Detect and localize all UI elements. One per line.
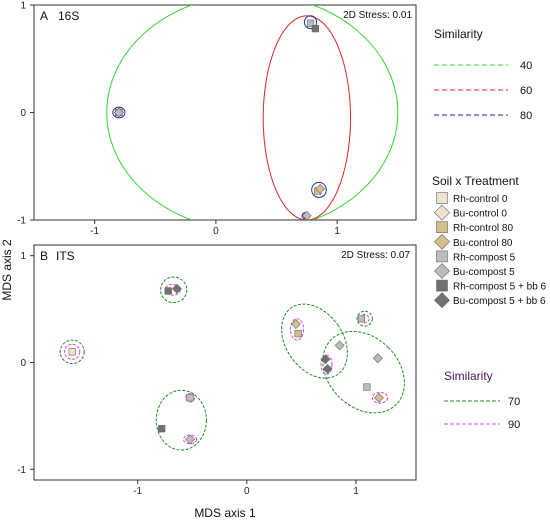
legend-marker: [434, 204, 450, 221]
x-tick-label: -1: [133, 486, 142, 497]
legend-similarity-a: 40 60 80: [434, 60, 532, 122]
panel-b-plot: -1 0 1 1 0 -1: [17, 251, 405, 497]
legend-label-40: 40: [520, 60, 532, 72]
legend-treatment-label: Rh-compost 5 + bb 6: [453, 282, 547, 293]
legend-marker: [436, 192, 448, 204]
y-tick-label: 1: [20, 1, 26, 12]
data-point: [315, 183, 326, 194]
similarity-contour-80: [112, 106, 126, 119]
similarity-contour-90: [185, 392, 195, 403]
y-tick-label: 0: [20, 108, 26, 119]
data-point: [158, 425, 166, 433]
similarity-contour-70: [356, 310, 373, 327]
legend-marker: [436, 250, 448, 263]
panel-a-frame: [33, 4, 417, 221]
y-tick-label: -1: [17, 216, 26, 227]
x-tick-label: 0: [244, 486, 250, 497]
data-point: [306, 19, 315, 27]
data-point: [186, 394, 194, 402]
data-point: [68, 348, 76, 356]
x-axis-title: MDS axis 1: [194, 506, 256, 520]
legend-treatment-label: Bu-control 80: [453, 238, 513, 249]
panel-b-stress: 2D Stress: 0.07: [341, 250, 410, 261]
data-point: [320, 354, 331, 365]
panel-a-title: 16S: [58, 9, 79, 23]
x-tick-label: 1: [353, 486, 359, 497]
similarity-contour-80: [303, 15, 318, 30]
data-point: [363, 383, 371, 391]
legend-treatment-label: Rh-compost 5: [453, 252, 516, 263]
data-point: [164, 287, 172, 295]
similarity-contour-70: [281, 303, 348, 379]
y-tick-label: -1: [17, 465, 26, 476]
data-point: [334, 340, 345, 351]
data-point: [311, 25, 319, 33]
data-point: [372, 353, 383, 364]
legend-label-80: 80: [520, 110, 532, 122]
similarity-contour-80: [311, 181, 327, 198]
similarity-contour-70: [59, 339, 85, 365]
panel-a-stress: 2D Stress: 0.01: [343, 10, 412, 21]
panel-b-contours: [59, 276, 405, 451]
similarity-contour-70: [322, 330, 405, 414]
y-tick-label: 1: [20, 251, 26, 262]
legend-marker: [434, 263, 450, 279]
panel-a-plot: -1 0 1 1 0 -1: [17, 1, 399, 237]
data-point: [172, 283, 182, 294]
panel-a-contours: [106, 5, 399, 220]
legend-label-60: 60: [520, 85, 532, 97]
x-tick-label: 1: [334, 226, 340, 237]
legend-label-90: 90: [508, 419, 520, 431]
data-point: [294, 330, 302, 338]
legend-treatment-label: Rh-control 80: [453, 223, 513, 234]
y-axis-title: MDS axis 2: [0, 239, 14, 301]
legend-similarity-a-title: Similarity: [434, 27, 483, 41]
data-point: [373, 392, 384, 403]
y-tick-label: 0: [20, 358, 26, 369]
legend-marker: [436, 221, 448, 233]
similarity-contour-40: [106, 5, 399, 220]
legend-treatment-label: Bu-compost 5 + bb 6: [453, 296, 546, 307]
panel-b-frame: [33, 244, 417, 481]
legend-label-70: 70: [508, 396, 520, 408]
legend-marker: [434, 233, 450, 250]
legend-treatment-label: Bu-compost 5: [453, 267, 515, 278]
legend-treatment-title: Soil x Treatment: [432, 174, 519, 188]
similarity-contour-60: [262, 15, 352, 220]
data-point: [301, 210, 312, 220]
panel-b-label: B: [40, 249, 48, 263]
similarity-contour-90: [371, 391, 389, 404]
legend-treatment: Rh-control 0 Bu-control 0 Rh-control 80 Bu-…: [434, 192, 547, 309]
similarity-contour-90: [64, 343, 81, 360]
legend-marker: [436, 279, 448, 292]
panel-a-label: A: [40, 9, 48, 23]
legend-treatment-label: Rh-control 0: [453, 194, 508, 205]
data-point: [113, 107, 124, 118]
similarity-contour-70: [155, 389, 207, 451]
data-point: [291, 319, 301, 329]
data-point: [185, 434, 195, 445]
similarity-contour-90: [289, 318, 305, 341]
x-tick-label: -1: [90, 226, 99, 237]
x-tick-label: 0: [213, 226, 219, 237]
legend-similarity-b-title: Similarity: [444, 369, 493, 383]
data-point: [322, 363, 333, 374]
similarity-contour-90: [320, 354, 333, 375]
similarity-contour-70: [160, 276, 188, 304]
panel-b-title: ITS: [56, 249, 75, 263]
legend-treatment-label: Bu-control 0: [453, 209, 507, 220]
data-point: [357, 315, 366, 323]
legend-marker: [434, 292, 450, 309]
similarity-contour-90: [359, 313, 370, 324]
legend-similarity-b: 70 90: [444, 396, 520, 431]
